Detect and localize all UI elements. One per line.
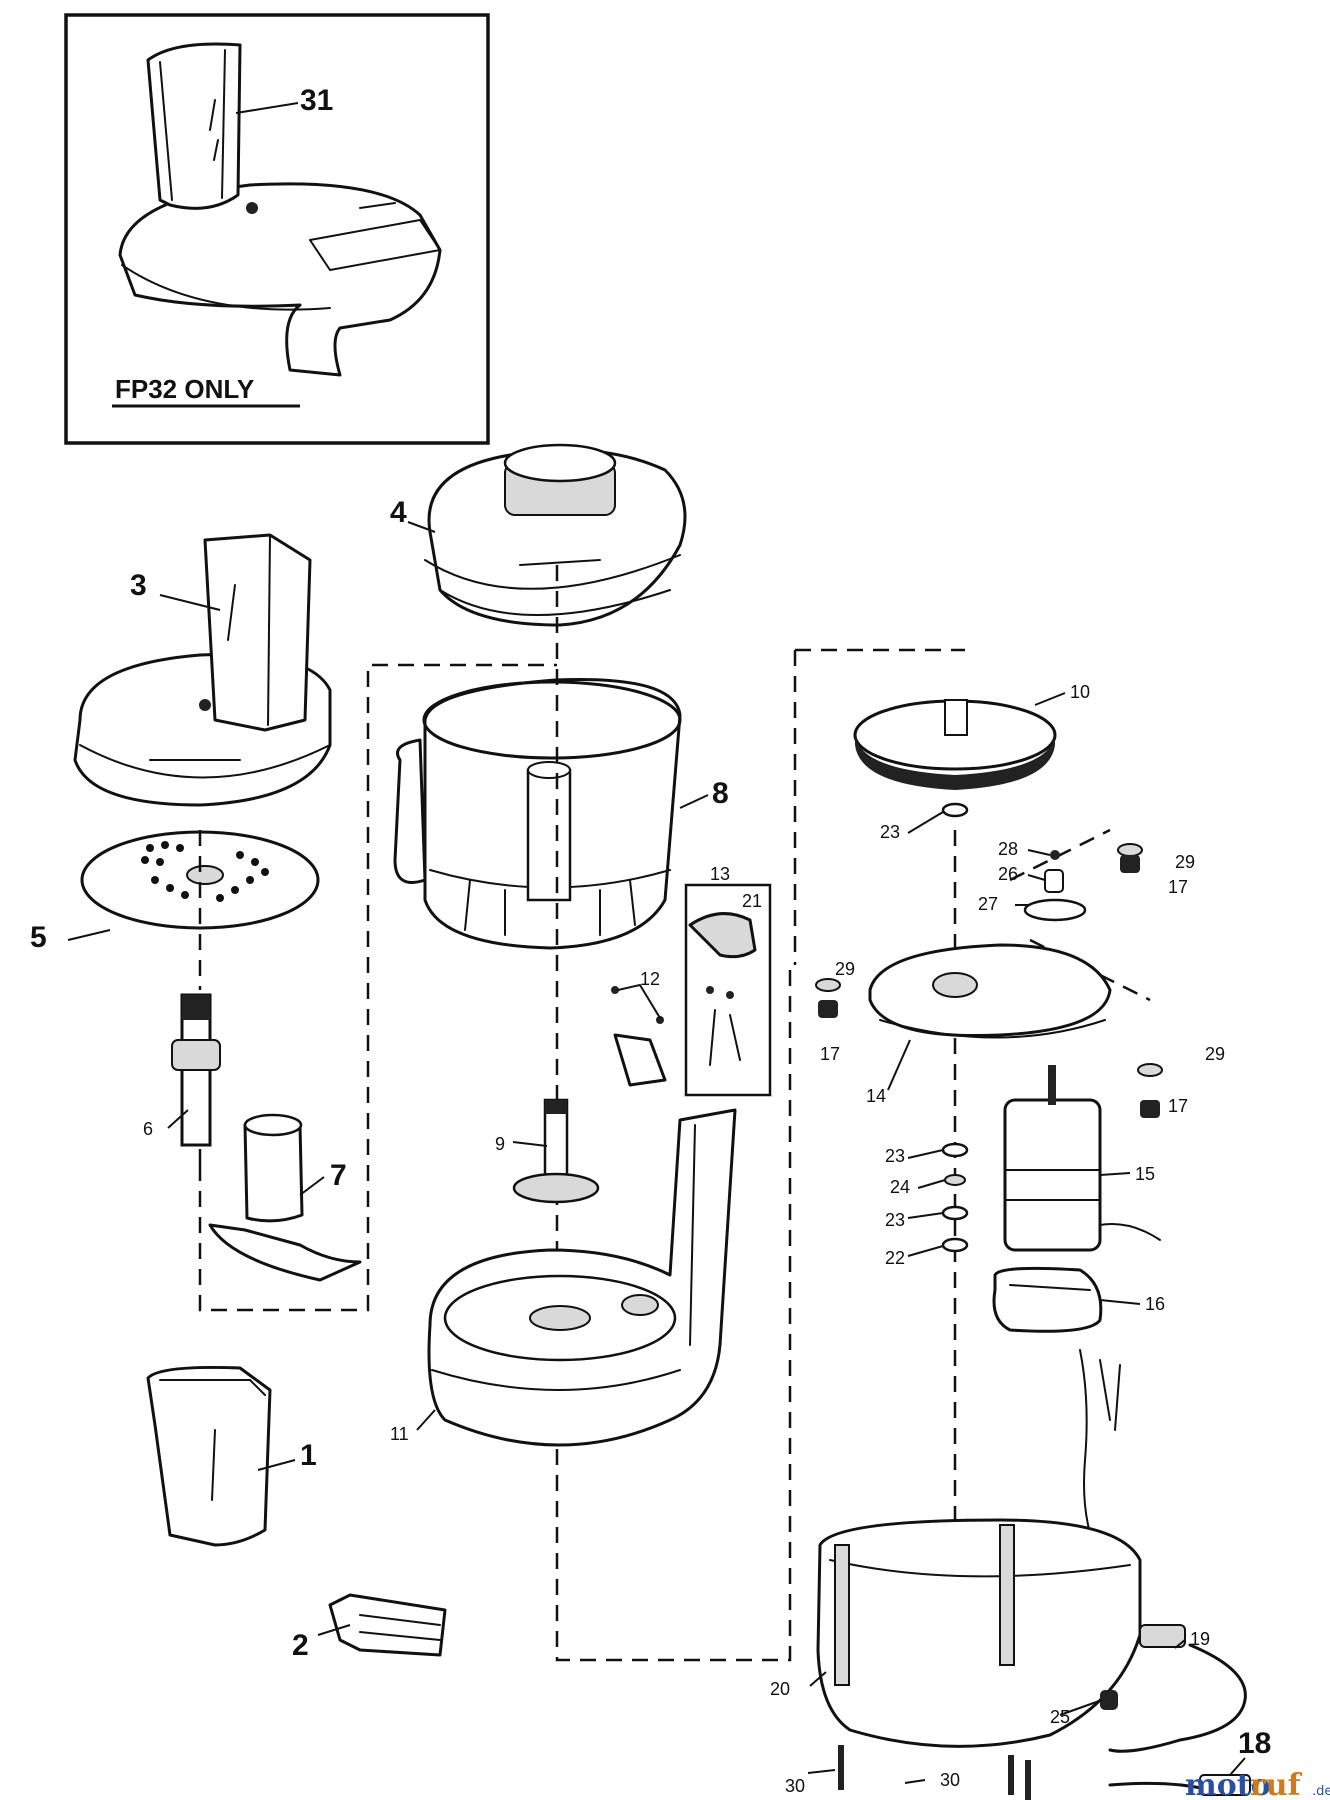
- part-15-motor: [1003, 1065, 1161, 1252]
- label-fp32-only: FP32 ONLY: [115, 374, 254, 404]
- callout-26: 26: [998, 864, 1018, 884]
- blade-group-boundary: [198, 663, 372, 1312]
- part-8-work-bowl: [393, 677, 682, 950]
- svg-text:moto: moto: [1185, 1768, 1271, 1800]
- callout-13: 13: [710, 864, 730, 884]
- svg-text:.de: .de: [1312, 1784, 1330, 1799]
- part-5-slicing-disc: [80, 830, 320, 930]
- callout-3: 3: [130, 569, 147, 602]
- callout-27: 27: [978, 894, 998, 914]
- callout-16: 16: [1145, 1294, 1165, 1314]
- callout-6: 6: [143, 1119, 153, 1139]
- callout-leader-lines: [67, 102, 1246, 1784]
- callout-18: 18: [1238, 1727, 1271, 1760]
- callout-25: 25: [1050, 1707, 1070, 1727]
- part-11-housing-base: [427, 1108, 737, 1447]
- part-13-interlock-assembly: [684, 883, 772, 1097]
- part-2-spatula: [328, 1593, 447, 1657]
- part-3-lid: [73, 533, 332, 807]
- callout-9: 9: [495, 1134, 505, 1154]
- foot-part-25: [1100, 1690, 1118, 1710]
- callout-29-b: 29: [835, 959, 855, 979]
- callout-10: 10: [1070, 682, 1090, 702]
- callout-31: 31: [300, 84, 333, 117]
- callout-17-a: 17: [1168, 877, 1188, 897]
- callout-11: 11: [390, 1424, 409, 1444]
- part-18-power-cord: [1108, 1624, 1252, 1796]
- callout-24: 24: [890, 1177, 910, 1197]
- part-31-feed-tube-cover: [118, 42, 442, 377]
- callout-22: 22: [885, 1248, 905, 1268]
- part-6-drive-shaft: [171, 993, 221, 1147]
- screws-part-30: [838, 1745, 1031, 1800]
- svg-text:ruf: ruf: [1250, 1768, 1303, 1800]
- motor-axis-line: [793, 648, 965, 965]
- part-4-cover: [424, 443, 687, 627]
- watermark-logo: moto ruf .de: [1185, 1768, 1330, 1800]
- part-9-motor-shaft: [512, 1098, 600, 1204]
- callout-23-b: 23: [885, 1146, 905, 1166]
- part-10-drive-gear: [853, 699, 1057, 790]
- callout-7: 7: [330, 1159, 347, 1192]
- part-12-switch-lever: [611, 984, 667, 1087]
- callout-12: 12: [640, 969, 660, 989]
- callout-5: 5: [30, 921, 47, 954]
- callout-labels: 31 4 3 8 5 6 7 1 2 9 10 11 12 13 14 15 1…: [30, 84, 1271, 1796]
- callout-8: 8: [712, 777, 729, 810]
- callout-21: 21: [742, 891, 762, 911]
- callout-30-b: 30: [940, 1770, 960, 1790]
- callout-1: 1: [300, 1439, 317, 1472]
- callout-23-a: 23: [880, 822, 900, 842]
- part-16-motor-bracket: [992, 1266, 1103, 1333]
- callout-4: 4: [390, 496, 407, 529]
- callout-28: 28: [998, 839, 1018, 859]
- callout-30-a: 30: [785, 1776, 805, 1796]
- callout-20: 20: [770, 1679, 790, 1699]
- callout-29-c: 29: [1205, 1044, 1225, 1064]
- callout-2: 2: [292, 1629, 309, 1662]
- part-14-motor-plate: [868, 943, 1112, 1039]
- callout-23-c: 23: [885, 1210, 905, 1230]
- callout-29-a: 29: [1175, 852, 1195, 872]
- callout-15: 15: [1135, 1164, 1155, 1184]
- part-7-blade-assembly: [208, 1113, 362, 1282]
- callout-17-b: 17: [820, 1044, 840, 1064]
- washers-and-grommets: [815, 802, 1163, 1253]
- callout-14: 14: [866, 1086, 886, 1106]
- part-20-motor-housing: [816, 1518, 1142, 1748]
- callout-19: 19: [1190, 1629, 1210, 1649]
- fp32-inset: FP32 ONLY: [64, 13, 490, 445]
- callout-17-c: 17: [1168, 1096, 1188, 1116]
- part-1-food-pusher: [146, 1365, 272, 1547]
